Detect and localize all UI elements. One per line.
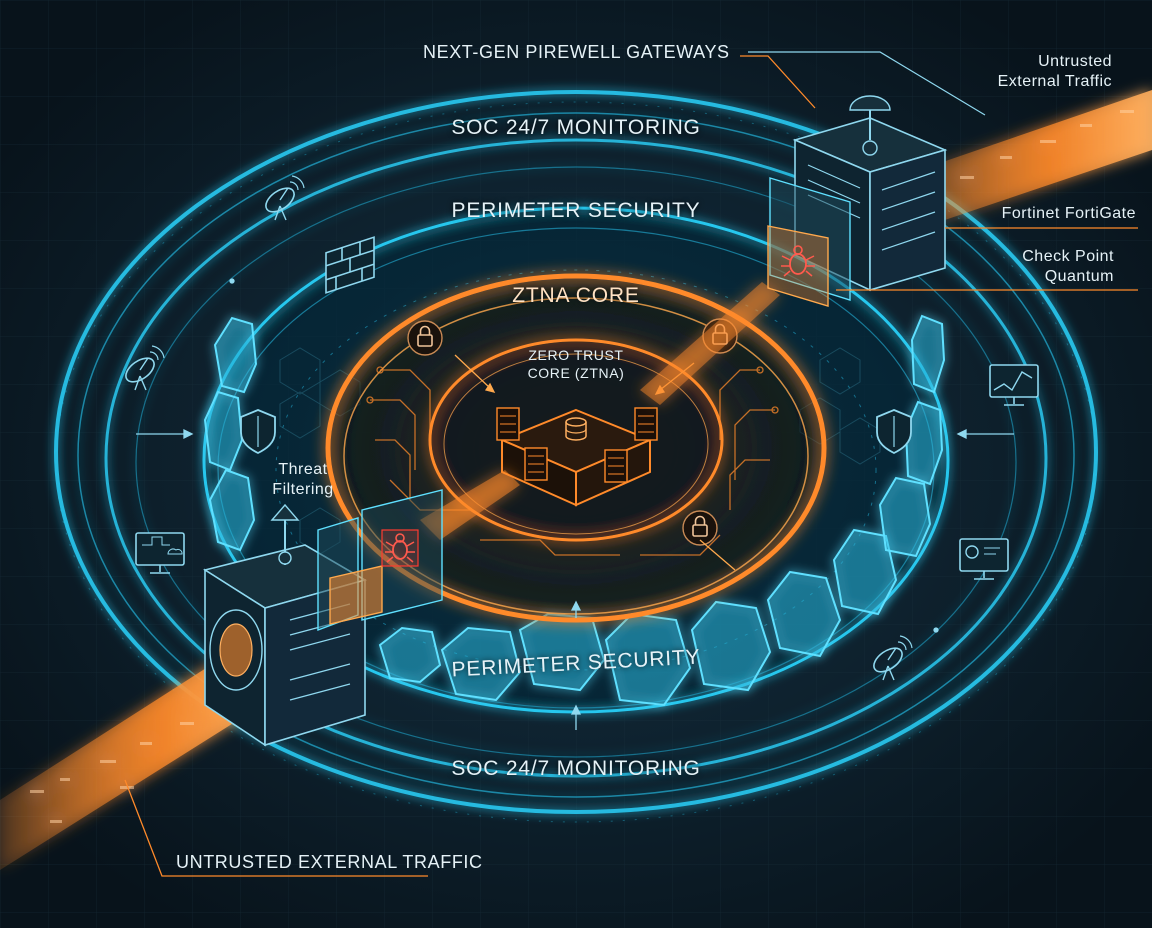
callout-lines [124, 55, 1138, 877]
threat-filter-panels-top [767, 177, 851, 307]
untrusted-traffic-bottom-label: UNTRUSTED EXTERNAL TRAFFIC [176, 852, 483, 872]
soc-monitoring-rings [54, 90, 1098, 814]
zero-trust-line2: CORE (ZTNA) [527, 365, 625, 381]
perimeter-hex-wall [203, 314, 946, 707]
soc-monitoring-top-label: SOC 24/7 MONITORING [451, 116, 701, 139]
soc-monitoring-bottom-label: SOC 24/7 MONITORING [451, 757, 701, 780]
server-icon [634, 407, 658, 441]
outer-dashed-ring [55, 101, 1097, 823]
threat-line2: Filtering [272, 481, 334, 498]
database-icon [565, 417, 587, 441]
fortinet-fortigate-label: Fortinet FortiGate [1001, 205, 1136, 222]
monitor-icon [135, 532, 185, 574]
bug-icon [381, 529, 419, 567]
zero-trust-line1: ZERO TRUST [528, 347, 624, 363]
lock-icon [407, 320, 443, 356]
zero-trust-core-label: ZERO TRUST CORE (ZTNA) [528, 346, 625, 382]
zero-trust-core-block [496, 407, 658, 507]
lock-icon [682, 510, 718, 546]
check-point-quantum-label: Check Point Quantum [990, 247, 1114, 287]
threat-line1: Threat [278, 461, 328, 478]
untrusted-traffic-top-label: Untrusted External Traffic [990, 52, 1112, 92]
check-point-line1: Check Point [1022, 248, 1114, 265]
server-icon [604, 449, 628, 483]
untrusted-traffic-top-line1: Untrusted [1038, 53, 1112, 70]
filtered-traffic-beams [420, 282, 780, 540]
server-icon [496, 407, 520, 441]
firewall-gateways-label: NEXT-GEN PIREWELL GATEWAYS [423, 42, 730, 62]
flow-arrows [136, 278, 1014, 730]
server-icon [524, 447, 548, 481]
callout-lines-cyan [748, 51, 986, 116]
bug-icon [767, 225, 829, 307]
untrusted-traffic-top-line2: External Traffic [997, 73, 1112, 90]
monitor-icon [989, 364, 1039, 406]
monitor-icon [959, 538, 1009, 580]
threat-filter-panels-bottom [317, 489, 443, 632]
check-point-line2: Quantum [1044, 268, 1114, 285]
untrusted-traffic-beam-top [905, 90, 1152, 225]
brick-wall-icon [325, 236, 375, 294]
perimeter-security-top-label: PERIMETER SECURITY [451, 199, 701, 222]
threat-filtering-label: Threat Filtering [272, 460, 334, 500]
ztna-core-label: ZTNA CORE [512, 284, 640, 307]
